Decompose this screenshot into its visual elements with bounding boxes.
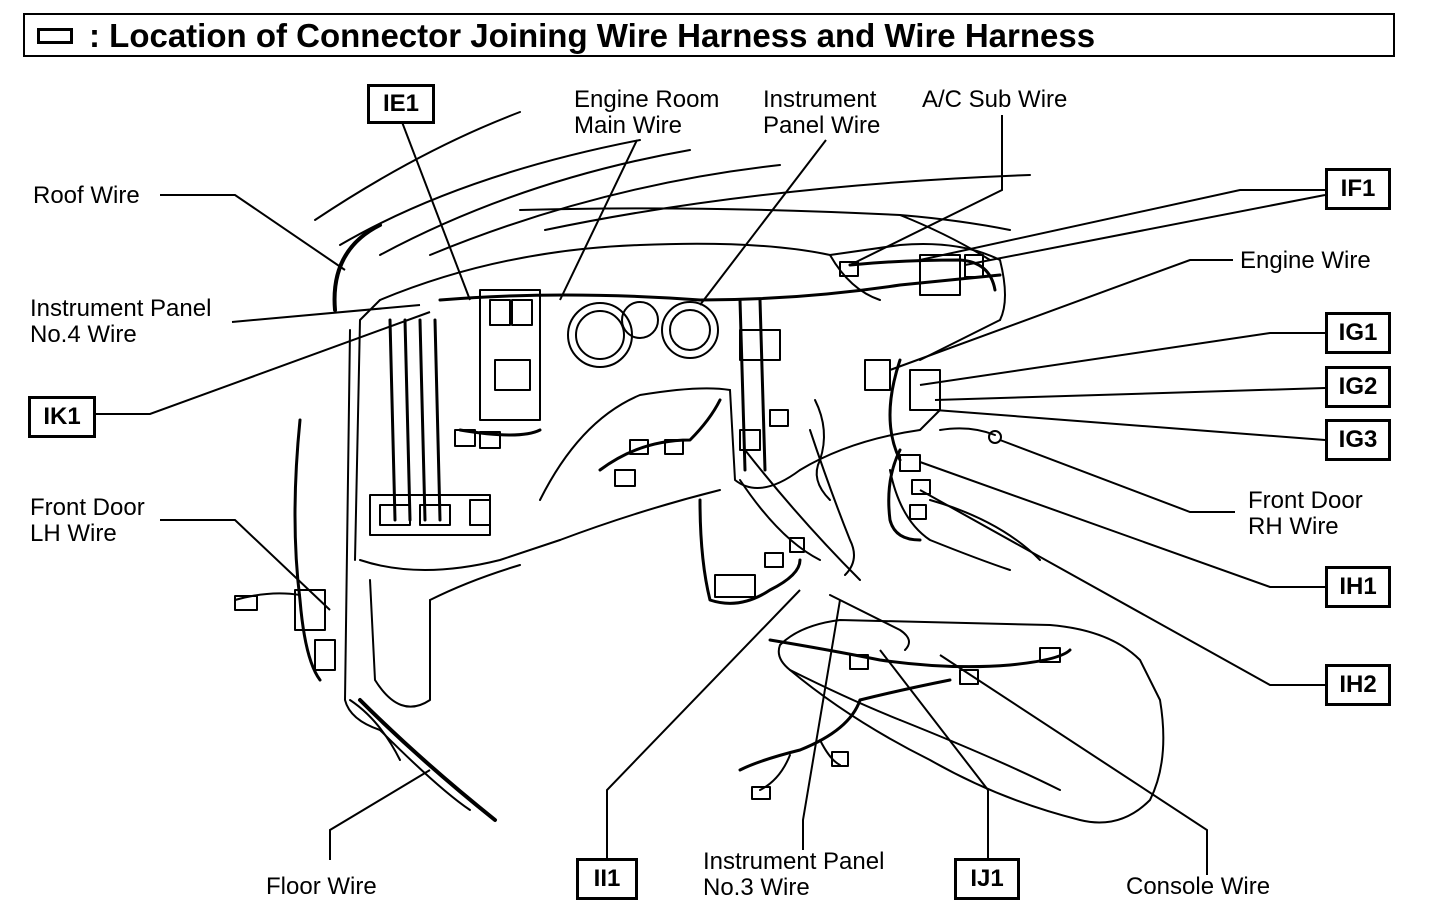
leader-ii1 (606, 589, 801, 860)
instrument-panel-no4-wire-label: Instrument Panel No.4 Wire (30, 295, 212, 348)
leader-ih2 (919, 489, 1325, 686)
engine-room-main-wire-label: Engine Room Main Wire (574, 86, 720, 139)
connector-ih2: IH2 (1325, 664, 1391, 706)
connector-ii1: II1 (576, 858, 638, 900)
leader-ip-no4 (231, 304, 421, 323)
leader-ig3 (934, 409, 1326, 441)
instrument-panel-wire-label: Instrument Panel Wire (763, 86, 881, 139)
front-door-rh-wire-label: Front Door RH Wire (1248, 487, 1363, 540)
connector-ig2: IG2 (1325, 366, 1391, 408)
leader-engine (889, 259, 1233, 371)
leader-ig1 (919, 332, 1325, 386)
connector-ig1: IG1 (1325, 312, 1391, 354)
floor-wire-label: Floor Wire (266, 873, 377, 900)
leader-ig2 (934, 387, 1326, 401)
leader-front-door-rh (999, 439, 1235, 513)
front-door-lh-wire-label: Front Door LH Wire (30, 494, 145, 547)
console-wire-label: Console Wire (1126, 873, 1271, 900)
leader-floor (329, 769, 431, 860)
leader-if1-b (964, 194, 1326, 266)
leader-engine-room-main (559, 139, 638, 301)
leader-roof (160, 194, 346, 271)
leader-ac-sub (849, 115, 1003, 266)
connector-if1: IF1 (1325, 168, 1391, 210)
ac-sub-wire-label: A/C Sub Wire (922, 86, 1068, 113)
leader-ij1 (879, 649, 989, 860)
leader-ie1 (401, 121, 471, 301)
connector-legend-icon (37, 28, 73, 44)
connector-ij1: IJ1 (954, 858, 1020, 900)
leader-ip-no3 (802, 599, 841, 850)
connector-ie1: IE1 (367, 84, 435, 124)
leader-ih1 (919, 461, 1325, 588)
leader-console (939, 654, 1208, 875)
page-title: : Location of Connector Joining Wire Har… (89, 17, 1096, 54)
leader-instrument-panel (699, 139, 827, 306)
engine-wire-label: Engine Wire (1240, 247, 1371, 274)
connector-ih1: IH1 (1325, 566, 1391, 608)
leader-if1-a (919, 189, 1325, 261)
connector-ig3: IG3 (1325, 419, 1391, 461)
title-bar: : Location of Connector Joining Wire Har… (23, 13, 1395, 57)
roof-wire-label: Roof Wire (33, 182, 140, 209)
leader-ik1 (95, 311, 431, 415)
connector-ik1: IK1 (28, 396, 96, 438)
instrument-panel-no3-wire-label: Instrument Panel No.3 Wire (703, 848, 885, 901)
leader-front-door-lh (160, 519, 331, 611)
